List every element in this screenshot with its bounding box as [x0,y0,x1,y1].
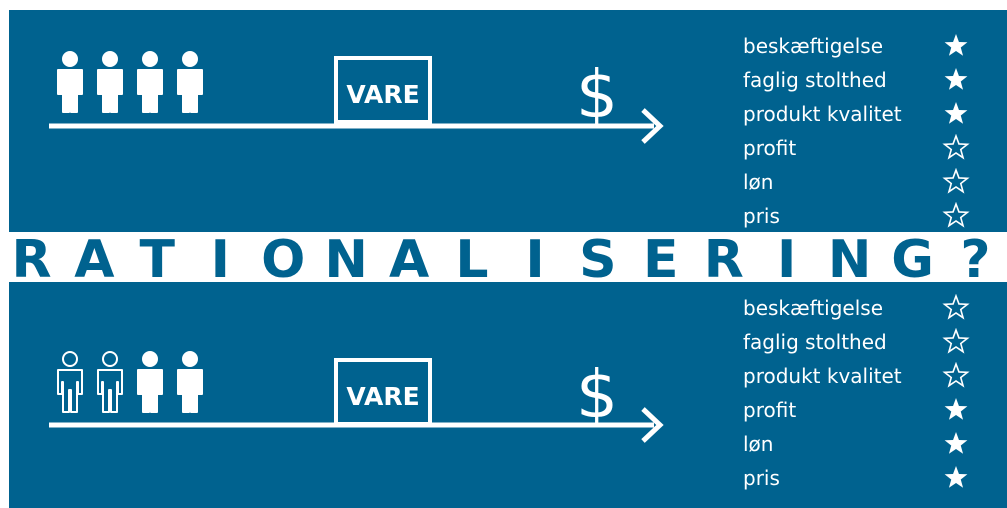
banner-letter: I [525,232,544,282]
flow-arrowhead [641,407,664,443]
banner-letter: L [455,232,488,282]
outline-star-icon [942,168,970,194]
top-panel: VARE $ beskæftigelse faglig stolthed produ… [9,10,1007,232]
outline-star-icon [942,202,970,228]
filled-star-icon [944,466,968,488]
flow-arrowhead [641,108,664,144]
criterion-row: beskæftigelse [743,32,1007,66]
criterion-row: løn [743,430,1007,464]
criterion-label: løn [743,170,774,194]
worker-icon [137,51,163,113]
criterion-row: pris [743,464,1007,498]
product-box-label: VARE [346,382,419,411]
criterion-row: produkt kvalitet [743,100,1007,134]
criterion-row: faglig stolthed [743,328,1007,362]
top-workers [57,51,203,113]
filled-star-icon [944,398,968,420]
banner-letter: ? [960,232,990,282]
criterion-row: faglig stolthed [743,66,1007,100]
filled-star-icon [944,432,968,454]
bottom-criteria-list: beskæftigelse faglig stolthed produkt kval… [743,294,1007,498]
criterion-label: faglig stolthed [743,68,887,92]
filled-star-icon [944,34,968,56]
worker-icon [57,51,83,113]
worker-icon [177,351,203,413]
banner-letter: T [140,232,176,282]
outline-star-icon [942,328,970,354]
criterion-label: profit [743,136,797,160]
criterion-label: produkt kvalitet [743,102,902,126]
filled-star-icon [944,102,968,124]
criterion-label: pris [743,204,780,228]
outline-star-icon [942,134,970,160]
worker-icon [137,351,163,413]
banner-letter: N [828,232,872,282]
banner-letter: E [643,232,679,282]
top-flow-diagram: VARE $ [49,51,664,144]
banner-letter: S [579,232,616,282]
criterion-label: pris [743,466,780,490]
outline-star-icon [942,294,970,320]
outline-star-icon [942,362,970,388]
criterion-label: løn [743,432,774,456]
criterion-label: produkt kvalitet [743,364,902,388]
criterion-row: beskæftigelse [743,294,1007,328]
banner-letter: I [211,232,230,282]
banner-letter: R [704,232,744,282]
worker-icon [97,51,123,113]
banner-letter: N [324,232,368,282]
bottom-flow-diagram: VARE $ [49,351,664,443]
dollar-sign: $ [576,356,618,433]
product-box-label: VARE [346,80,419,109]
product-box [334,56,432,124]
banner-letter: O [261,232,305,282]
criterion-row: løn [743,168,1007,202]
worker-outline-icon [57,351,83,413]
banner-letter: R [11,232,51,282]
criterion-label: beskæftigelse [743,296,884,320]
banner-letter: A [74,232,114,282]
criterion-row: profit [743,134,1007,168]
criterion-label: beskæftigelse [743,34,884,58]
criterion-row: produkt kvalitet [743,362,1007,396]
criterion-label: profit [743,398,797,422]
bottom-panel: VARE $ beskæftigelse faglig stolthed produ… [9,282,1007,508]
banner-letter: I [777,232,796,282]
criterion-label: faglig stolthed [743,330,887,354]
banner-letter: G [891,232,934,282]
top-criteria-list: beskæftigelse faglig stolthed produkt kval… [743,32,1007,236]
banner-letter: A [389,232,429,282]
filled-star-icon [944,68,968,90]
worker-outline-icon [97,351,123,413]
worker-icon [177,51,203,113]
criterion-row: pris [743,202,1007,236]
dollar-sign: $ [576,56,618,133]
bottom-workers [57,351,203,413]
criterion-row: profit [743,396,1007,430]
